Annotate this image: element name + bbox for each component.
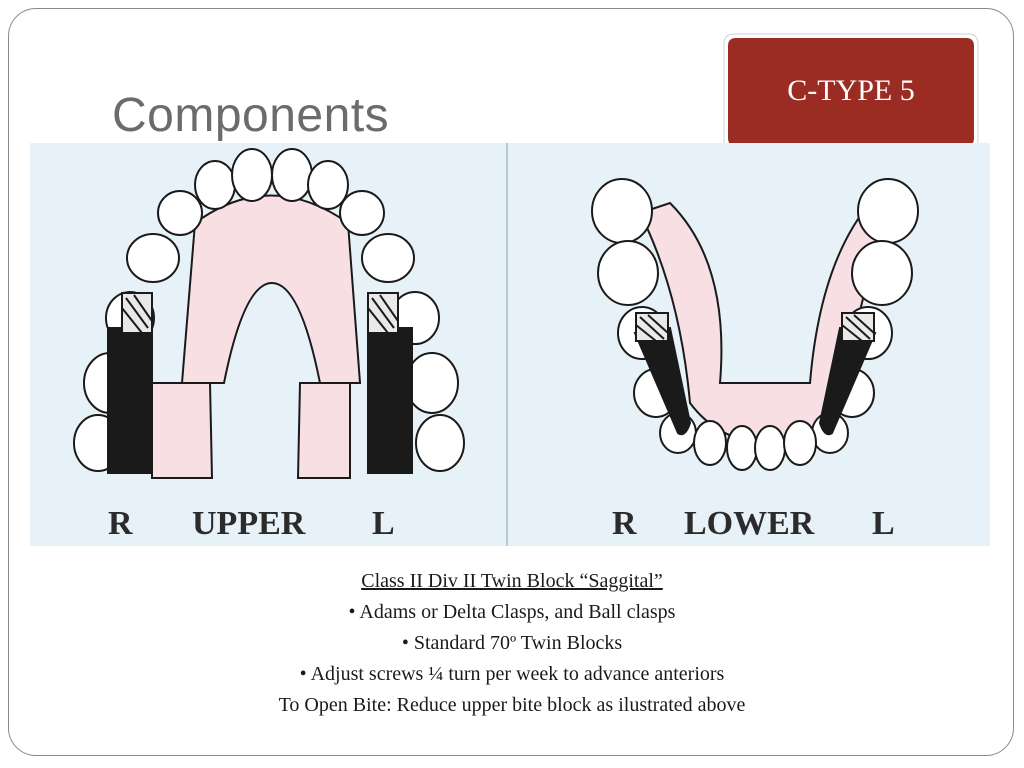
caption-line: To Open Bite: Reduce upper bite block as… — [278, 694, 746, 716]
lower-arch-label: LOWER — [684, 505, 815, 542]
upper-arch-label: UPPER — [192, 505, 306, 542]
upper-left-side-label: R — [108, 505, 133, 542]
caption-line: • Adjust screws ¼ turn per week to advan… — [299, 663, 725, 685]
caption-line: • Standard 70º Twin Blocks — [401, 632, 623, 654]
caption-heading: Class II Div II Twin Block “Saggital” — [361, 570, 663, 592]
figure-divider — [506, 143, 508, 546]
lower-arch-diagram — [591, 178, 919, 471]
callout-badge: C-TYPE 5 — [722, 30, 980, 167]
upper-arch-diagram — [73, 148, 465, 479]
upper-right-side-label: L — [372, 505, 395, 542]
twin-block-illustration — [30, 143, 990, 546]
lower-right-side-label: L — [872, 505, 895, 542]
callout-shape — [723, 33, 979, 167]
lower-left-side-label: R — [612, 505, 637, 542]
caption-line: • Adams or Delta Clasps, and Ball clasps — [348, 601, 676, 623]
slide-title: Components — [112, 89, 390, 142]
callout-label: C-TYPE 5 — [787, 74, 915, 107]
